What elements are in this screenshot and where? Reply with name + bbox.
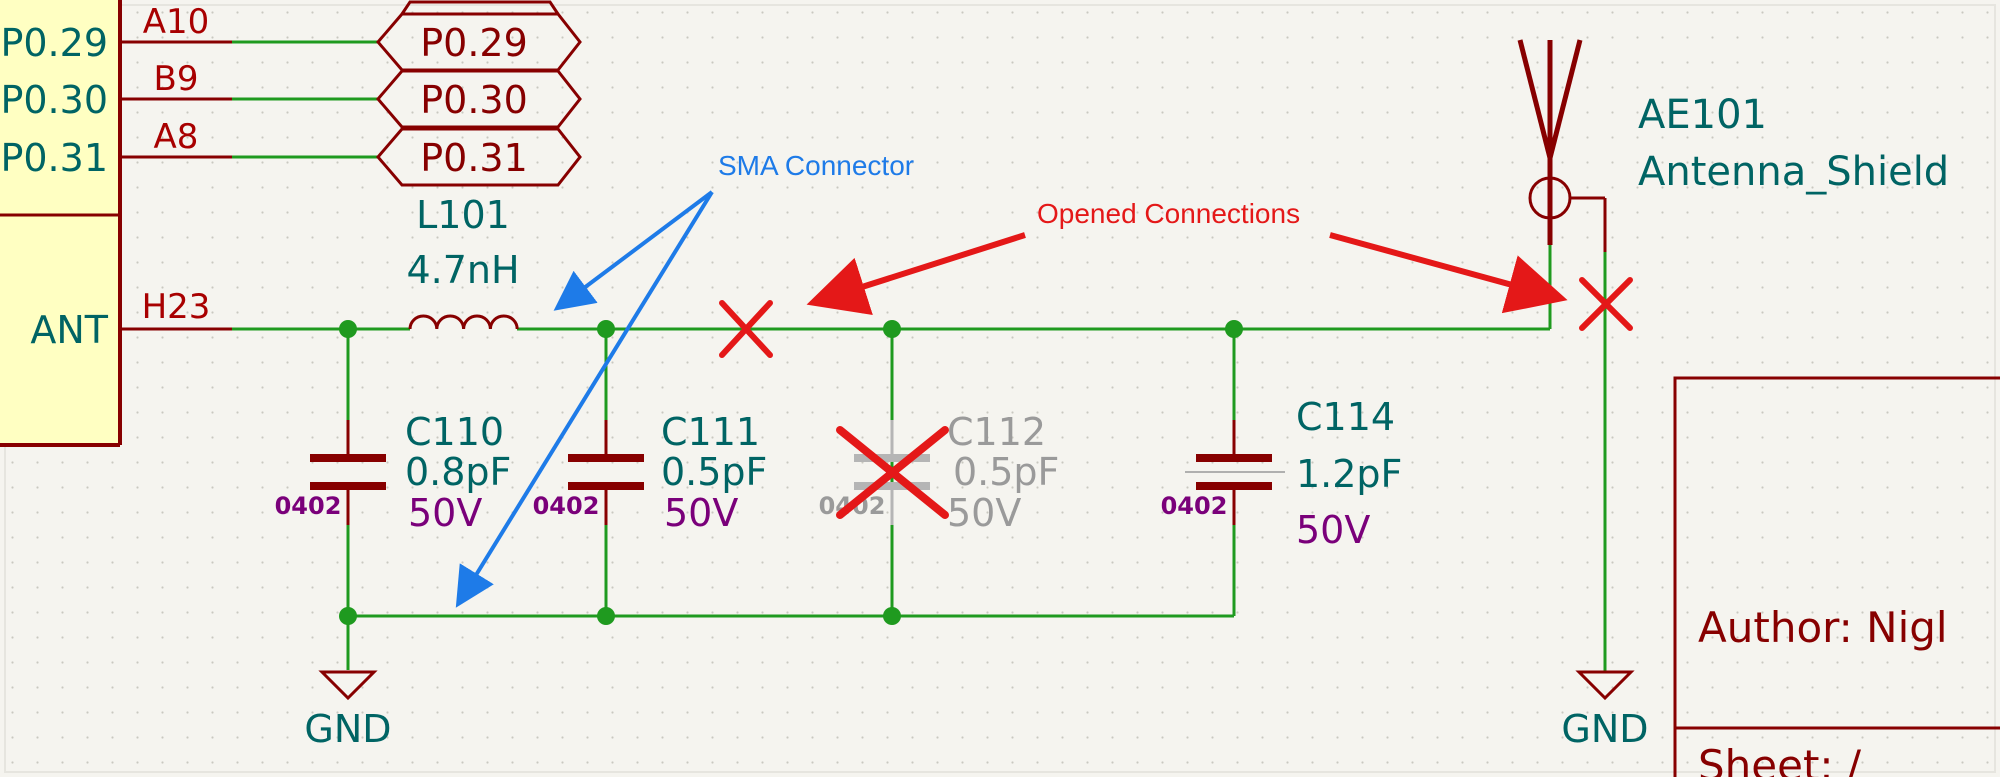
global-label-text: P0.31 (420, 136, 528, 180)
capacitor-ref: C110 (405, 410, 504, 454)
mcu-pin-number: A10 (143, 2, 210, 42)
title-block: Author: Nigl Sheet: / (1673, 376, 2000, 782)
global-label-shape[interactable] (376, 127, 582, 187)
capacitor-value: 1.2pF (1296, 452, 1402, 496)
title-block-sheet: Sheet: / (1698, 741, 1862, 777)
capacitor-c110[interactable]: C110 0.8pF 50V 0402 (275, 410, 512, 535)
capacitor-footprint: 0402 (275, 492, 342, 520)
capacitor-voltage: 50V (1296, 508, 1370, 552)
junction-dot-icon (597, 320, 615, 338)
rf-wires[interactable] (232, 200, 1607, 672)
junction-dot-icon (883, 607, 901, 625)
global-label-shape[interactable] (376, 69, 582, 129)
mcu-pin-name: P0.30 (0, 78, 108, 122)
antenna-ae101[interactable]: AE101 Antenna_Shield (1517, 39, 1949, 252)
inductor-coil-icon (408, 314, 519, 330)
junction-dot-icon (1225, 320, 1243, 338)
junction-dots (339, 320, 1243, 625)
no-connect-x-icon (1579, 277, 1633, 331)
capacitor-voltage: 50V (947, 491, 1021, 535)
mcu-symbol[interactable]: P0.29 P0.30 P0.31 ANT A10 B9 A8 H23 (0, 0, 232, 447)
capacitor-ref: C112 (947, 410, 1046, 454)
annotation-sma: SMA Connector (455, 150, 914, 608)
arrow-icon (1329, 232, 1568, 314)
inductor-l101[interactable]: L101 4.7nH (406, 193, 520, 330)
capacitor-footprint: 0402 (533, 492, 600, 520)
mcu-pin-number: B9 (154, 59, 199, 99)
gnd-icon (318, 670, 378, 701)
mcu-pin-name: P0.31 (0, 136, 108, 180)
capacitor-value: 0.8pF (405, 450, 511, 494)
mcu-body-upper (0, 0, 120, 215)
antenna-ref: AE101 (1638, 92, 1767, 138)
dnp-x-icon (836, 426, 949, 519)
capacitor-c112-dnp[interactable]: C112 0.5pF 50V 0402 (819, 410, 1060, 535)
mcu-pin-number-ant: H23 (142, 287, 211, 327)
inductor-value: 4.7nH (406, 248, 519, 292)
mcu-pin-name-ant: ANT (30, 308, 108, 352)
capacitor-value: 0.5pF (661, 450, 767, 494)
inductor-ref: L101 (416, 193, 510, 237)
junction-dot-icon (597, 607, 615, 625)
gnd-right[interactable]: GND (1561, 670, 1649, 751)
opened-connections-note: Opened Connections (1037, 198, 1300, 229)
arrow-icon (553, 190, 714, 311)
capacitor-c111[interactable]: C111 0.5pF 50V 0402 (533, 410, 768, 535)
arrow-icon (806, 232, 1026, 316)
global-label-text: P0.30 (420, 78, 528, 122)
no-connect-x-icon (719, 300, 773, 358)
antenna-value: Antenna_Shield (1638, 149, 1949, 195)
capacitor-value: 0.5pF (953, 450, 1059, 494)
mcu-pin-number: A8 (154, 117, 199, 157)
gnd-left[interactable]: GND (304, 670, 392, 751)
junction-dot-icon (883, 320, 901, 338)
gnd-label: GND (304, 707, 391, 751)
junction-dot-icon (339, 320, 357, 338)
sma-connector-note: SMA Connector (718, 150, 914, 181)
gnd-label: GND (1561, 707, 1648, 751)
capacitor-ref: C111 (661, 410, 760, 454)
global-label-text: P0.29 (420, 21, 528, 65)
capacitor-voltage: 50V (408, 491, 482, 535)
arrow-icon (455, 190, 714, 608)
mcu-pin-name: P0.29 (0, 21, 108, 65)
capacitor-c114[interactable]: C114 1.2pF 50V 0402 (1161, 395, 1403, 552)
capacitor-ref: C114 (1296, 395, 1395, 439)
annotation-opened: Opened Connections (806, 198, 1568, 316)
gnd-icon (1575, 670, 1635, 701)
capacitor-footprint: 0402 (1161, 492, 1228, 520)
mcu-body-lower (0, 215, 120, 445)
junction-dot-icon (339, 607, 357, 625)
global-labels[interactable]: P0.29 P0.30 P0.31 (232, 0, 582, 187)
antenna-icon (1517, 39, 1607, 252)
capacitor-voltage: 50V (664, 491, 738, 535)
title-block-author: Author: Nigl (1698, 603, 1948, 652)
